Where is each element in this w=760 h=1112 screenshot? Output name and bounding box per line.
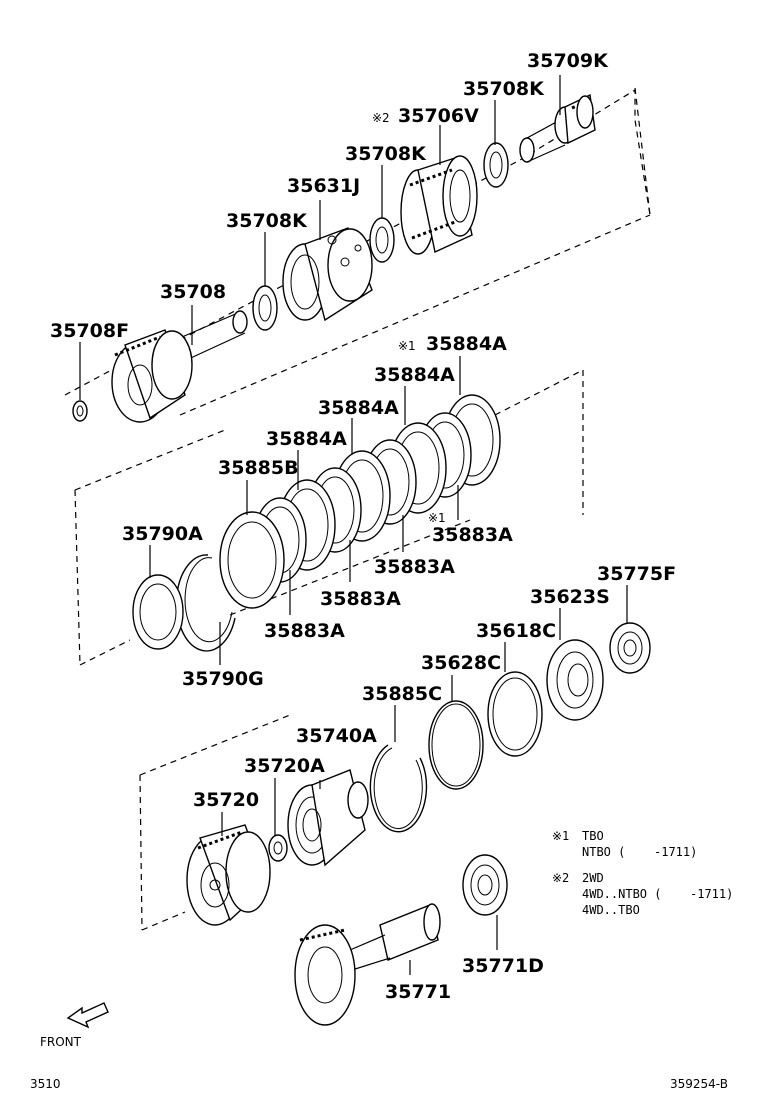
label-35708K-low[interactable]: 35708K: [226, 210, 308, 232]
front-arrow-icon: [66, 1002, 109, 1029]
part-35771-drawing: [294, 903, 441, 1026]
leader-lines: [79, 75, 628, 975]
label-35709K[interactable]: 35709K: [527, 50, 609, 72]
part-35740A-drawing: [287, 769, 369, 867]
label-35883A-1[interactable]: 35883A: [432, 524, 513, 546]
label-35623S[interactable]: 35623S: [530, 586, 610, 608]
label-35631J[interactable]: 35631J: [287, 175, 360, 197]
label-35708F[interactable]: 35708F: [50, 320, 129, 342]
note-1-line-2: NTBO (: [582, 845, 625, 859]
label-35790A[interactable]: 35790A: [122, 523, 203, 545]
note-1-line-2b: -1711): [654, 845, 697, 859]
part-35708K-top-drawing: [483, 142, 509, 188]
part-35708K-mid-drawing: [369, 217, 395, 263]
label-35883A-3[interactable]: 35883A: [320, 588, 401, 610]
mark-35884A-1: ※1: [398, 339, 416, 353]
part-35720A-drawing: [268, 834, 288, 862]
label-35885C[interactable]: 35885C: [362, 683, 442, 705]
part-35708K-low-drawing: [252, 285, 278, 331]
label-35720A[interactable]: 35720A: [244, 755, 325, 777]
label-35884A-4[interactable]: 35884A: [266, 428, 347, 450]
label-35771D[interactable]: 35771D: [462, 955, 544, 977]
part-35618C-drawing: [487, 671, 543, 757]
label-35790G[interactable]: 35790G: [182, 668, 264, 690]
front-label: FRONT: [40, 1035, 82, 1049]
part-35623S-drawing: [546, 639, 604, 721]
label-35884A-1[interactable]: 35884A: [426, 333, 507, 355]
label-35885B[interactable]: 35885B: [218, 457, 299, 479]
note-2-line-2b: -1711): [690, 887, 733, 901]
label-35708K-mid[interactable]: 35708K: [345, 143, 427, 165]
part-35628C-drawing: [428, 700, 484, 790]
label-35884A-3[interactable]: 35884A: [318, 397, 399, 419]
part-labels: 35709K 35708K ※2 35706V 35708K 35631J 35…: [50, 50, 676, 1003]
front-direction-indicator: FRONT: [40, 1002, 109, 1049]
label-35708K-top[interactable]: 35708K: [463, 78, 545, 100]
page-code: 3510: [30, 1077, 61, 1091]
notes-block: ※1 TBO NTBO ( -1711) ※2 2WD 4WD..NTBO ( …: [552, 829, 733, 917]
label-35708[interactable]: 35708: [160, 281, 226, 303]
note-2-mark: ※2: [552, 871, 569, 885]
clutch-pack-drawing: [132, 394, 501, 652]
note-1-line-1: TBO: [582, 829, 604, 843]
mark-35883A-1: ※1: [428, 511, 446, 525]
part-35709K-drawing: [519, 93, 596, 163]
part-35720-drawing: [186, 824, 271, 926]
label-35771[interactable]: 35771: [385, 981, 451, 1003]
label-35628C[interactable]: 35628C: [421, 652, 501, 674]
note-2-line-2: 4WD..NTBO (: [582, 887, 661, 901]
part-35708F-drawing: [72, 400, 88, 422]
mark-35706V: ※2: [372, 111, 390, 125]
part-35631J-drawing: [282, 227, 373, 322]
group-boundary-bottom: [139, 714, 291, 931]
label-35720[interactable]: 35720: [193, 789, 259, 811]
part-35885C-drawing: [369, 744, 428, 833]
group-boundary-middle: [74, 369, 584, 666]
note-1-mark: ※1: [552, 829, 569, 843]
label-35618C[interactable]: 35618C: [476, 620, 556, 642]
part-35775F-drawing: [609, 622, 651, 674]
note-2-line-1: 2WD: [582, 871, 604, 885]
label-35775F[interactable]: 35775F: [597, 563, 676, 585]
label-35883A-4[interactable]: 35883A: [264, 620, 345, 642]
part-35706V-drawing: [400, 155, 478, 255]
label-35884A-2[interactable]: 35884A: [374, 364, 455, 386]
note-2-line-3: 4WD..TBO: [582, 903, 640, 917]
part-35708-drawing: [111, 310, 248, 423]
label-35740A[interactable]: 35740A: [296, 725, 377, 747]
figure-code: 359254-B: [670, 1077, 728, 1091]
label-35883A-2[interactable]: 35883A: [374, 556, 455, 578]
part-35771D-drawing: [462, 854, 508, 916]
label-35706V[interactable]: 35706V: [398, 105, 479, 127]
